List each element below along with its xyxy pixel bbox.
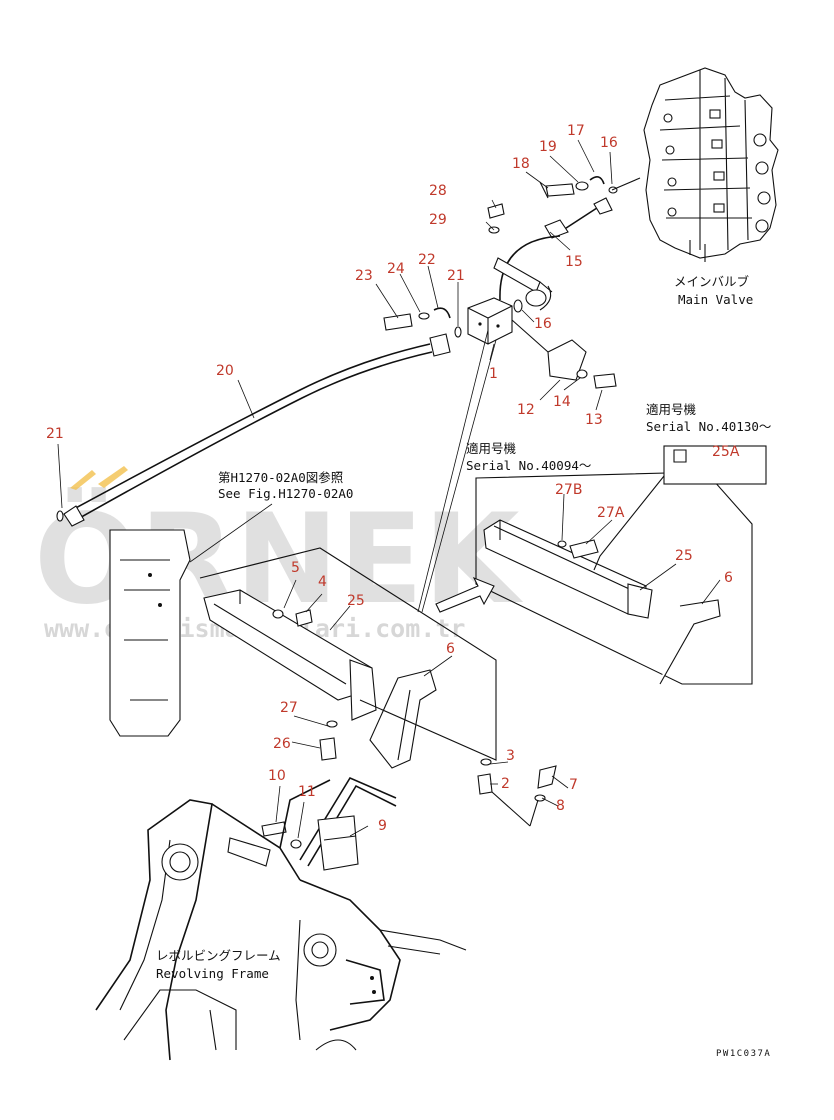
block-1-drawing [467, 203, 617, 389]
callout-9: 9 [378, 818, 387, 834]
serial-40130-label-en: Serial No.40130～ [646, 419, 771, 434]
callout-6-detail: 6 [724, 570, 733, 586]
main-valve-label-jp: メインバルブ [674, 274, 750, 289]
callout-24: 24 [387, 261, 405, 277]
callout-4: 4 [318, 574, 327, 590]
serial-40094-label-jp: 適用号機 [466, 441, 517, 456]
leader-lines [57, 139, 721, 839]
callout-5: 5 [291, 560, 300, 576]
callout-1: 1 [489, 366, 498, 382]
callout-23: 23 [355, 268, 373, 284]
serial-40130-label-jp: 適用号機 [646, 402, 697, 417]
watermark-umlaut-icon [70, 466, 128, 490]
callout-6-main: 6 [446, 641, 455, 657]
callout-17: 17 [567, 123, 585, 139]
serial-40094-label-en: Serial No.40094～ [466, 458, 591, 473]
callout-7: 7 [569, 777, 578, 793]
hose-20-drawing [56, 307, 462, 527]
revolving-frame-label-en: Revolving Frame [156, 966, 269, 981]
callout-12: 12 [517, 402, 535, 418]
callout-27: 27 [280, 700, 298, 716]
callout-25-detail: 25 [675, 548, 693, 564]
callout-3: 3 [506, 748, 515, 764]
callout-25A: 25A [712, 444, 740, 460]
see-fig-leader [189, 503, 273, 563]
drawing-code: PW1C037A [716, 1049, 771, 1059]
callout-26: 26 [273, 736, 291, 752]
callout-27A: 27A [597, 505, 625, 521]
callout-28: 28 [429, 183, 447, 199]
callout-22: 22 [418, 252, 436, 268]
valve-fittings [539, 176, 641, 239]
callout-27B: 27B [555, 482, 582, 498]
main-valve-label-en: Main Valve [678, 292, 753, 307]
revolving-frame-drawing [95, 779, 467, 1061]
callout-15: 15 [565, 254, 583, 270]
callout-16-block: 16 [534, 316, 552, 332]
callout-29: 29 [429, 212, 447, 228]
callout-11: 11 [298, 784, 316, 800]
callout-20: 20 [216, 363, 234, 379]
callout-25-main: 25 [347, 593, 365, 609]
callout-19: 19 [539, 139, 557, 155]
see-fig-label-jp: 第H1270-02A0図参照 [218, 470, 343, 485]
callout-16-valve: 16 [600, 135, 618, 151]
callouts: 1 2 3 4 5 6 6 7 8 9 10 11 12 13 14 15 16… [46, 123, 740, 834]
callout-2: 2 [501, 776, 510, 792]
main-valve-drawing [643, 67, 779, 262]
see-fig-label-en: See Fig.H1270-02A0 [218, 486, 353, 501]
serial-40130-detail [663, 445, 767, 485]
bracket-assembly [109, 529, 557, 849]
callout-21-hose: 21 [46, 426, 64, 442]
callout-18: 18 [512, 156, 530, 172]
bracket-9-drawing [299, 776, 397, 871]
serial-40094-detail [435, 465, 753, 685]
callout-13: 13 [585, 412, 603, 428]
callout-10: 10 [268, 768, 286, 784]
revolving-frame-label-jp: レボルビングフレーム [156, 948, 281, 963]
callout-14: 14 [553, 394, 571, 410]
callout-8: 8 [556, 798, 565, 814]
callout-21-block: 21 [447, 268, 465, 284]
